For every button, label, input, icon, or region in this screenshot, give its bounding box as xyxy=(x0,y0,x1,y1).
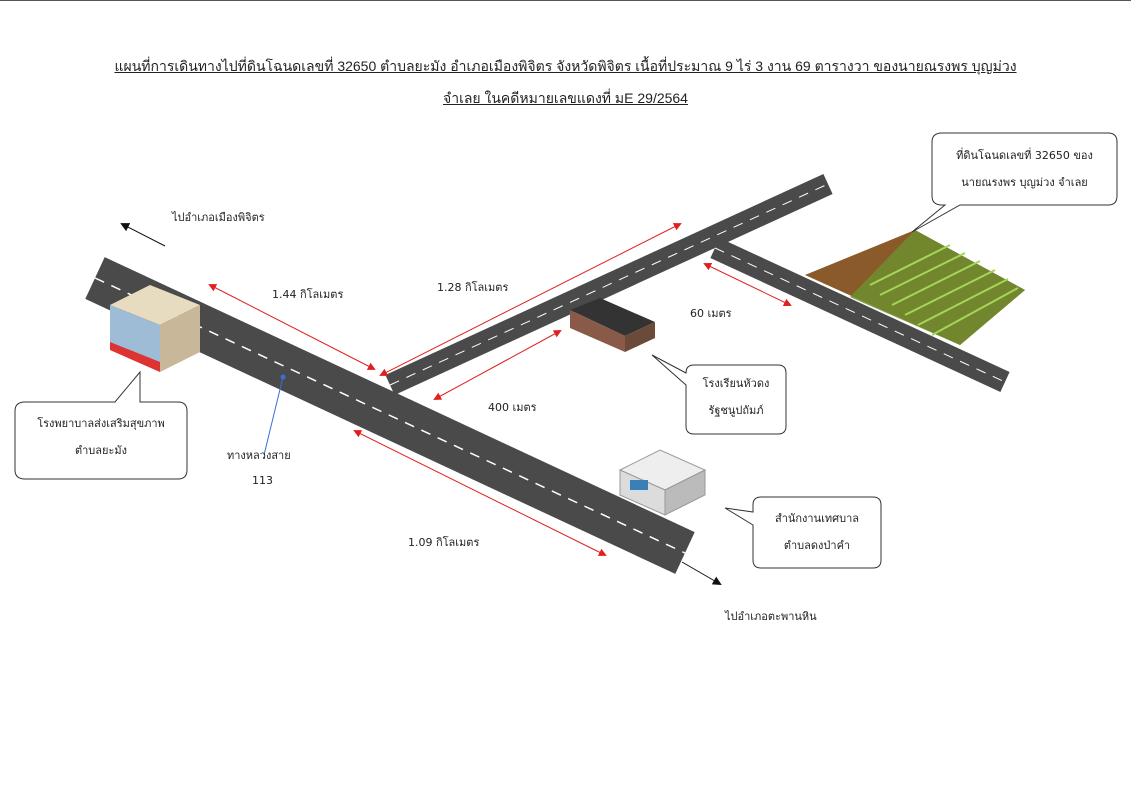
distance-arrow-4 xyxy=(433,330,562,400)
highway-label: ทางหลวงสาย xyxy=(227,449,291,462)
land-callout-bubble xyxy=(911,132,1118,233)
school-callout-bubble xyxy=(651,354,787,435)
distance-arrow-1 xyxy=(208,284,376,370)
municipal-callout-line1: สำนักงานเทศบาล xyxy=(774,512,860,525)
distance-label-4: 400 เมตร xyxy=(488,401,537,414)
direction-arrow-taphan-hin xyxy=(681,561,722,586)
land-callout-line2: นายณรงพร บุญม่วง จำเลย xyxy=(961,176,1088,189)
school-callout-line2: รัฐชนูปถัมภ์ xyxy=(708,404,764,417)
direction-label-taphan-hin: ไปอำเภอตะพานหิน xyxy=(725,610,817,623)
municipal-callout-bubble xyxy=(724,496,882,569)
distance-label-5: 1.09 กิโลเมตร xyxy=(408,536,480,549)
distance-label-1: 1.44 กิโลเมตร xyxy=(272,288,344,301)
map-title-line2: จำเลย ในคดีหมายเลขแดงที่ มE 29/2564 xyxy=(443,90,688,106)
municipal-callout-line2: ตำบลดงป่าคำ xyxy=(783,539,851,552)
highway-number: 113 xyxy=(252,474,273,487)
hospital-callout-line2: ตำบลยะมัง xyxy=(74,444,128,457)
hospital-callout-line1: โรงพยาบาลส่งเสริมสุขภาพ xyxy=(37,417,165,430)
direction-label-mueang: ไปอำเภอเมืองพิจิตร xyxy=(172,211,265,224)
map-title-line1: แผนที่การเดินทางไปที่ดินโฉนดเลขที่ 32650… xyxy=(114,58,1017,74)
land-plot xyxy=(805,230,1025,345)
hospital-callout-bubble xyxy=(14,370,188,480)
distance-label-2: 1.28 กิโลเมตร xyxy=(437,281,509,294)
highway-pointer-line xyxy=(263,376,284,456)
school-building-icon xyxy=(570,298,655,352)
municipal-office-building-icon xyxy=(618,449,707,516)
top-border xyxy=(0,0,1131,1)
school-callout-line1: โรงเรียนหัวดง xyxy=(702,377,770,390)
distance-arrow-5 xyxy=(353,430,607,556)
distance-arrow-3 xyxy=(703,263,792,306)
hospital-building-icon xyxy=(110,285,200,372)
direction-arrow-mueang xyxy=(120,223,166,247)
distance-label-3: 60 เมตร xyxy=(690,307,732,320)
land-callout-line1: ที่ดินโฉนดเลขที่ 32650 ของ xyxy=(956,149,1093,162)
distance-arrow-2 xyxy=(379,223,682,376)
